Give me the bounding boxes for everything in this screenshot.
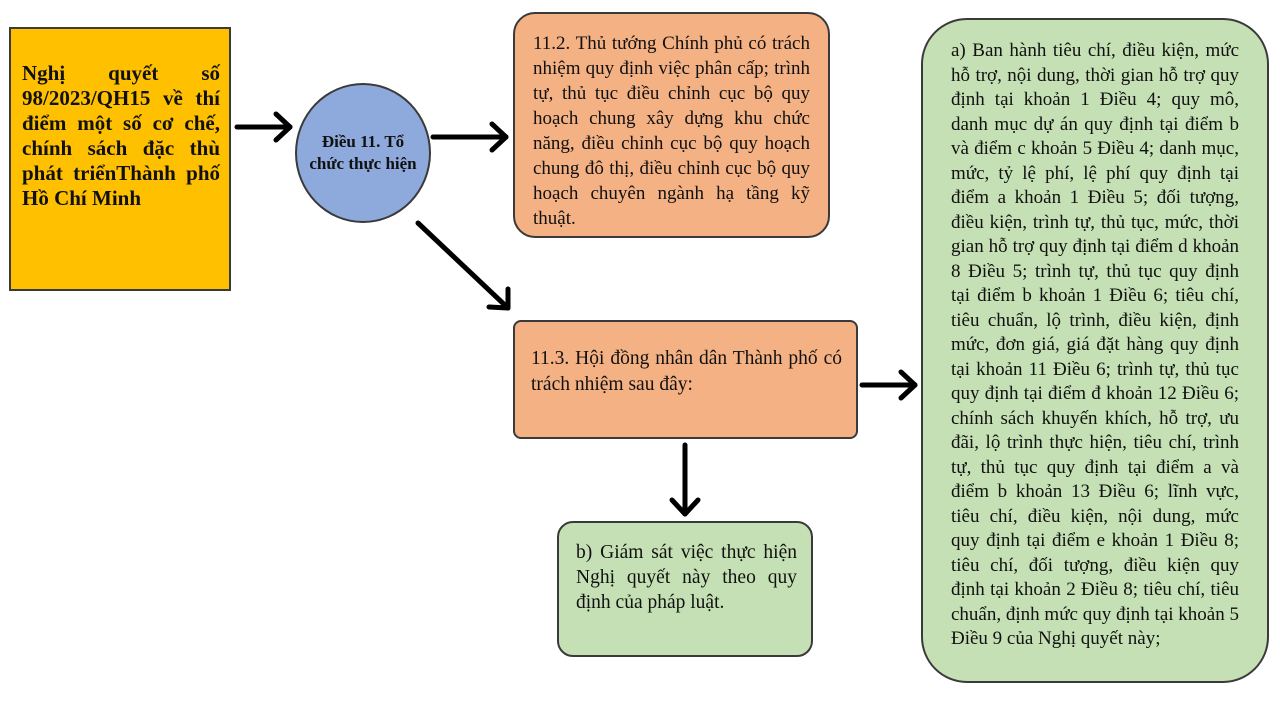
- arrow-article-to-11-3: [415, 220, 511, 311]
- article-11-circle: Điều 11. Tổ chức thực hiện: [295, 83, 431, 223]
- clause-11-2-box: 11.2. Thủ tướng Chính phủ có trách nhiệm…: [513, 12, 830, 238]
- resolution-box: Nghị quyết số 98/2023/QH15 về thí điểm m…: [9, 27, 231, 291]
- arrow-article-to-11-2: [430, 121, 509, 153]
- article-label: Điều 11. Tổ chức thực hiện: [309, 132, 417, 173]
- item-a-box: a) Ban hành tiêu chí, điều kiện, mức hỗ …: [921, 18, 1269, 683]
- arrow-11-3-to-item-a: [859, 369, 918, 401]
- item-b-box: b) Giám sát việc thực hiện Nghị quyết nà…: [557, 521, 813, 657]
- clause-11-3-box: 11.3. Hội đồng nhân dân Thành phố có trá…: [513, 320, 858, 439]
- arrow-resolution-to-article: [234, 111, 293, 143]
- arrow-11-3-to-item-b: [669, 442, 701, 517]
